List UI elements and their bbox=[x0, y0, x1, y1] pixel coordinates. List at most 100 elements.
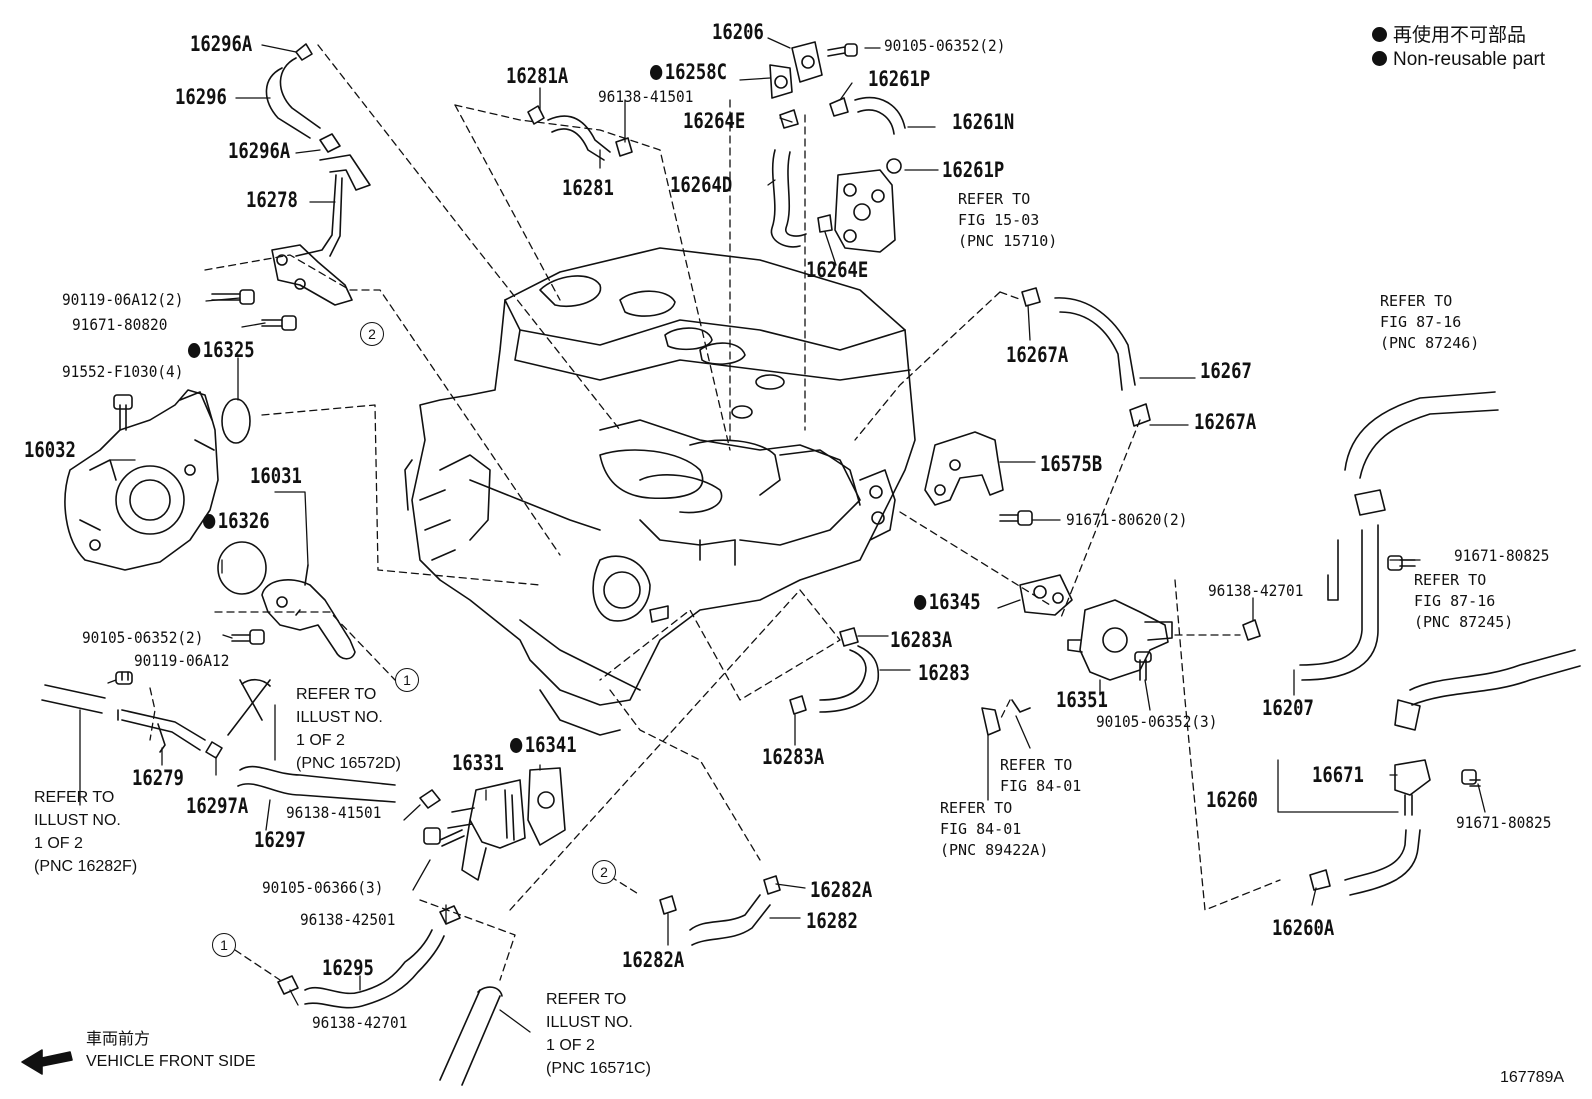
part-label-16258C: 16258C bbox=[650, 62, 727, 83]
hose-16267-drawing bbox=[1021, 287, 1151, 427]
gasket-16325-drawing bbox=[221, 398, 251, 444]
refer-note-fig-84-01-b: REFER TO FIG 84-01 (PNC 89422A) bbox=[940, 799, 1049, 859]
part-label-16207: 16207 bbox=[1262, 696, 1314, 720]
refer-note-16571C: REFER TO ILLUST NO. 1 OF 2 (PNC 16571C) bbox=[546, 991, 651, 1077]
callout-1-lower: 1 bbox=[212, 933, 236, 957]
part-label-16325: 16325 bbox=[188, 340, 255, 361]
part-label-16279: 16279 bbox=[132, 766, 184, 790]
hose-16571C-drawing bbox=[439, 986, 503, 1086]
part-label-16297: 16297 bbox=[254, 828, 306, 852]
tube-left-drawing bbox=[41, 678, 271, 736]
front-side-label-en: VEHICLE FRONT SIDE bbox=[86, 1053, 256, 1070]
non-reusable-dot-icon bbox=[203, 514, 216, 529]
legend-non-reusable-en: Non-reusable part bbox=[1372, 50, 1545, 69]
part-label-16345: 16345 bbox=[914, 592, 981, 613]
part-label-16260: 16260 bbox=[1206, 788, 1258, 812]
refer-note-fig-87-16-b: REFER TO FIG 87-16 (PNC 87245) bbox=[1414, 571, 1514, 631]
outlet-16331-drawing bbox=[447, 779, 526, 881]
legend-jp-text: 再使用不可部品 bbox=[1393, 25, 1527, 46]
part-label-16281A: 16281A bbox=[506, 64, 569, 88]
part-label-16031: 16031 bbox=[250, 464, 302, 488]
part-label-90105-06352-2-top: 90105-06352(2) bbox=[884, 36, 1006, 55]
part-label-16295: 16295 bbox=[322, 956, 374, 980]
non-reusable-dot-icon bbox=[510, 738, 523, 753]
bracket-16575B-drawing bbox=[924, 431, 1033, 526]
part-label-16575B: 16575B bbox=[1040, 452, 1103, 476]
part-label-16341: 16341 bbox=[510, 735, 577, 756]
bolts-left-drawing bbox=[113, 289, 297, 431]
non-reusable-dot-icon bbox=[188, 343, 201, 358]
part-label-91671-80620-2: 91671-80620(2) bbox=[1066, 510, 1188, 529]
part-number: 16325 bbox=[202, 338, 255, 362]
dashed-leader-lines bbox=[149, 44, 1281, 981]
part-label-90119-06A12-2: 90119-06A12(2) bbox=[62, 290, 184, 309]
refer-note-16572D: REFER TO ILLUST NO. 1 OF 2 (PNC 16572D) bbox=[296, 686, 401, 772]
cooler-15710-drawing bbox=[834, 169, 896, 253]
part-label-16297A: 16297A bbox=[186, 794, 249, 818]
part-label-91671-80825-low: 91671-80825 bbox=[1456, 813, 1552, 832]
front-side-label-jp: 車両前方 bbox=[86, 1031, 151, 1048]
non-reusable-dot-icon bbox=[1372, 27, 1387, 42]
part-label-16264E: 16264E bbox=[683, 109, 746, 133]
part-label-96138-42701: 96138-42701 bbox=[312, 1013, 408, 1032]
bolts-mid-left-drawing bbox=[115, 629, 265, 685]
part-label-16261P-low: 16261P bbox=[942, 158, 1005, 182]
pipe-16279-drawing bbox=[117, 709, 223, 759]
part-label-16281: 16281 bbox=[562, 176, 614, 200]
part-label-16032: 16032 bbox=[24, 438, 76, 462]
part-label-16282: 16282 bbox=[806, 909, 858, 933]
hose-16261N-drawing bbox=[829, 96, 906, 174]
part-label-16267: 16267 bbox=[1200, 359, 1252, 383]
part-number: 16326 bbox=[217, 509, 270, 533]
gasket-16258C-16206-drawing bbox=[769, 41, 858, 99]
part-number: 16258C bbox=[664, 60, 727, 84]
solid-leader-lines bbox=[79, 37, 1486, 1033]
part-label-16326: 16326 bbox=[203, 511, 270, 532]
part-label-16283: 16283 bbox=[918, 661, 970, 685]
gasket-16341-drawing bbox=[527, 767, 566, 846]
part-label-16206: 16206 bbox=[712, 20, 764, 44]
gasket-16345-drawing bbox=[1019, 574, 1073, 616]
refer-note-fig-87-16-a: REFER TO FIG 87-16 (PNC 87246) bbox=[1380, 292, 1480, 352]
sensor-89422A-drawing bbox=[981, 699, 1031, 736]
non-reusable-dot-icon bbox=[1372, 51, 1387, 66]
refer-note-fig-84-01-a: REFER TO FIG 84-01 bbox=[1000, 756, 1082, 795]
figure-code: 167789A bbox=[1500, 1069, 1565, 1086]
part-label-16261N: 16261N bbox=[952, 110, 1015, 134]
callout-2-lower: 2 bbox=[592, 860, 616, 884]
clamp-bolt-lower-drawing bbox=[419, 789, 465, 847]
part-label-16296A: 16296A bbox=[190, 32, 253, 56]
hose-16207-drawing bbox=[1299, 391, 1581, 731]
clamp-96138-42501-drawing bbox=[439, 905, 461, 925]
non-reusable-dot-icon bbox=[650, 65, 663, 80]
part-label-16331: 16331 bbox=[452, 751, 504, 775]
callout-1-upper: 1 bbox=[395, 668, 419, 692]
non-reusable-dot-icon bbox=[914, 595, 927, 610]
part-label-91671-80820: 91671-80820 bbox=[72, 315, 168, 334]
part-label-96138-42501: 96138-42501 bbox=[300, 910, 396, 929]
part-label-16283A: 16283A bbox=[890, 628, 953, 652]
o-ring-16326-drawing bbox=[217, 541, 267, 595]
part-label-16264E-low: 16264E bbox=[806, 258, 869, 282]
part-label-16283A-low: 16283A bbox=[762, 745, 825, 769]
part-label-16282A: 16282A bbox=[810, 878, 873, 902]
part-label-16260A: 16260A bbox=[1272, 916, 1335, 940]
legend-non-reusable-jp: 再使用不可部品 bbox=[1372, 26, 1526, 45]
callout-2-upper: 2 bbox=[360, 322, 384, 346]
part-label-16267A-right: 16267A bbox=[1194, 410, 1257, 434]
part-label-16267A: 16267A bbox=[1006, 343, 1069, 367]
hose-16282-drawing bbox=[659, 875, 781, 946]
hose-16264D-drawing bbox=[770, 109, 833, 248]
part-label-91671-80825: 91671-80825 bbox=[1454, 546, 1550, 565]
part-label-16282A-low: 16282A bbox=[622, 948, 685, 972]
part-label-16278: 16278 bbox=[246, 188, 298, 212]
part-label-96138-42701-right: 96138-42701 bbox=[1208, 581, 1304, 600]
hose-16296-drawing bbox=[265, 43, 341, 153]
part-label-16671: 16671 bbox=[1312, 763, 1364, 787]
gasket-16341-hole bbox=[537, 791, 555, 809]
legend-en-text: Non-reusable part bbox=[1393, 49, 1546, 70]
engine-block-drawing bbox=[404, 247, 916, 736]
part-label-16296: 16296 bbox=[175, 85, 227, 109]
refer-note-fig-15-03: REFER TO FIG 15-03 (PNC 15710) bbox=[958, 190, 1058, 250]
